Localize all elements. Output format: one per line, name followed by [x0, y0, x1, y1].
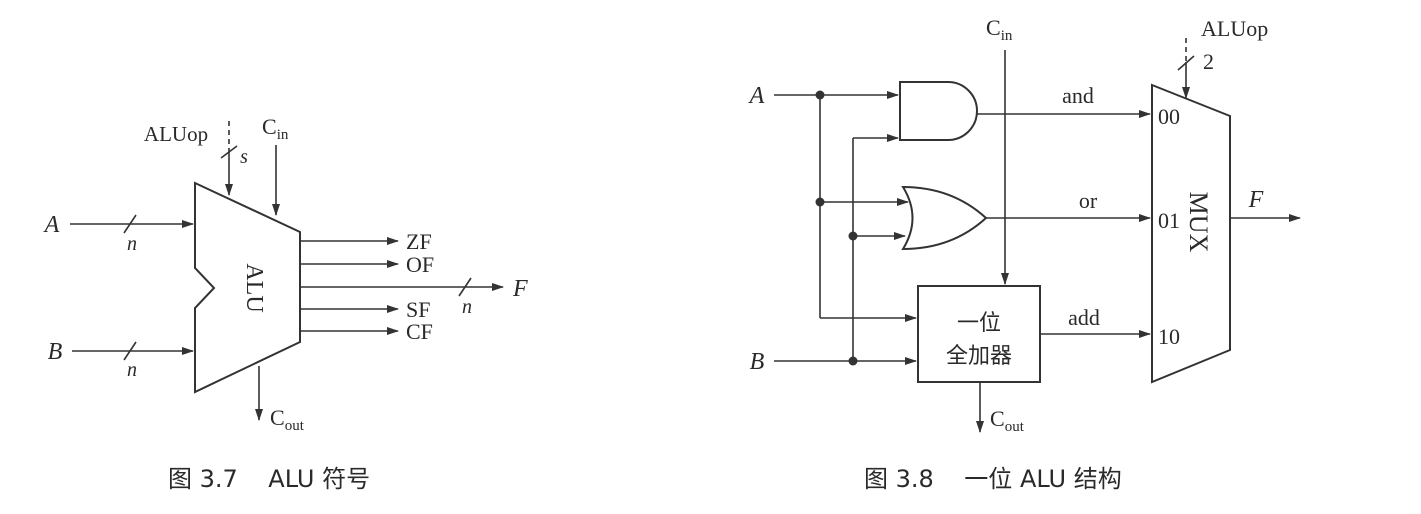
alu-out-f-width: n: [462, 296, 472, 318]
alu-cout-label: Cout: [270, 405, 305, 434]
struct-cin-label: Cin: [986, 15, 1013, 44]
alu-out-f-width-slash: [458, 277, 472, 297]
alu-out-sf-label: SF: [406, 297, 430, 322]
struct-b-junction-1: [848, 356, 858, 366]
alu-input-b-label: B: [48, 339, 63, 365]
struct-aluop-width: 2: [1203, 49, 1214, 74]
alu-input-b-width: n: [127, 359, 137, 381]
sig-or-label: or: [1079, 188, 1098, 213]
mux-label: MUX: [1184, 192, 1213, 253]
full-adder-label-line1: 一位: [957, 311, 1001, 336]
alu-aluop-width: s: [240, 146, 248, 168]
alu-label: ALU: [241, 263, 267, 312]
sig-add-label: add: [1068, 305, 1100, 330]
alu-aluop-width-slash: [220, 145, 238, 159]
struct-a-junction-1: [815, 90, 825, 100]
alu-input-a-width-slash: [123, 214, 137, 234]
figure-3-7-caption: 图 3.7 ALU 符号: [168, 465, 370, 493]
alu-cin-label: Cin: [262, 114, 289, 143]
mux-input-00: 00: [1158, 104, 1180, 129]
or-gate: [901, 185, 988, 251]
struct-input-b-label: B: [750, 349, 765, 375]
alu-input-b-width-slash: [123, 341, 137, 361]
alu-out-cf-label: CF: [406, 319, 433, 344]
alu-out-of-label: OF: [406, 252, 434, 277]
full-adder-label-line2: 全加器: [946, 344, 1012, 369]
struct-cout-label: Cout: [990, 406, 1025, 435]
alu-body: [194, 181, 301, 394]
mux-body: [1151, 83, 1231, 384]
struct-aluop-width-slash: [1177, 55, 1195, 71]
struct-aluop-label: ALUop: [1201, 16, 1268, 41]
alu-aluop-label: ALUop: [144, 122, 208, 146]
struct-input-a-label: A: [748, 83, 765, 109]
alu-input-a-width: n: [127, 233, 137, 255]
figure-3-8-alu-structure: A B and or 一位 全加器 add Cin: [748, 15, 1301, 493]
alu-input-a-label: A: [43, 212, 60, 238]
figure-3-7-alu-symbol: ALU A n B n ALUop s Cin Cout ZF OF: [43, 114, 528, 493]
mux-input-10: 10: [1158, 324, 1180, 349]
and-gate: [899, 81, 978, 141]
figure-3-8-caption: 图 3.8 一位 ALU 结构: [864, 465, 1122, 493]
struct-out-f-label: F: [1248, 187, 1264, 213]
mux-input-01: 01: [1158, 208, 1180, 233]
alu-out-zf-label: ZF: [406, 229, 432, 254]
alu-out-f-label: F: [512, 276, 528, 302]
sig-and-label: and: [1062, 83, 1094, 108]
